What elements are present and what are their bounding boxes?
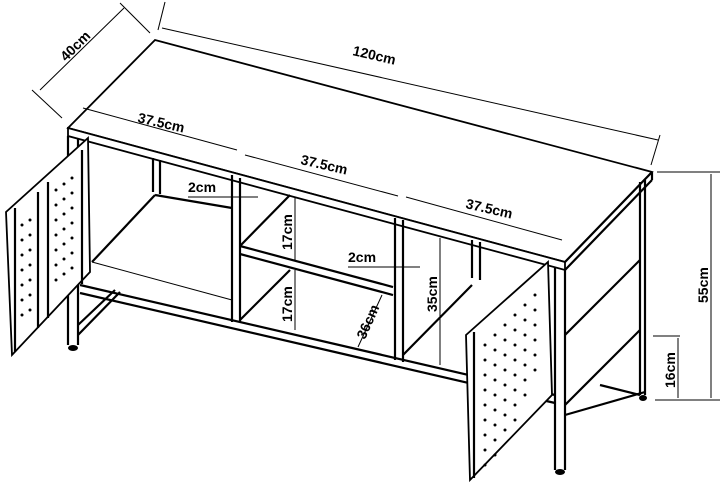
dimension-middle-upper: 17cm (279, 197, 296, 260)
svg-text:2cm: 2cm (188, 179, 216, 195)
dimension-shelf-depth: 36cm (353, 294, 383, 348)
svg-text:17cm: 17cm (279, 214, 295, 250)
dimension-middle-lower: 17cm (279, 270, 296, 330)
dimension-right-height: 35cm (424, 238, 441, 365)
svg-text:17cm: 17cm (279, 286, 295, 322)
svg-text:120cm: 120cm (351, 42, 397, 67)
dimension-total-height: 55cm (655, 171, 720, 401)
right-door-perforation (483, 293, 537, 467)
svg-text:2cm: 2cm (348, 249, 376, 265)
svg-text:40cm: 40cm (57, 27, 94, 64)
left-door-perforation (20, 176, 74, 317)
svg-text:35cm: 35cm (424, 276, 440, 312)
cabinet-top (66, 38, 654, 272)
right-door (465, 260, 553, 483)
dimension-divider-left: 2cm (188, 179, 258, 198)
svg-text:36cm: 36cm (353, 302, 382, 341)
svg-text:55cm: 55cm (695, 267, 711, 303)
dimension-leg-height: 16cm (653, 335, 680, 398)
left-door (5, 136, 91, 358)
svg-text:16cm: 16cm (662, 352, 678, 388)
dimension-divider-right: 2cm (348, 249, 420, 268)
